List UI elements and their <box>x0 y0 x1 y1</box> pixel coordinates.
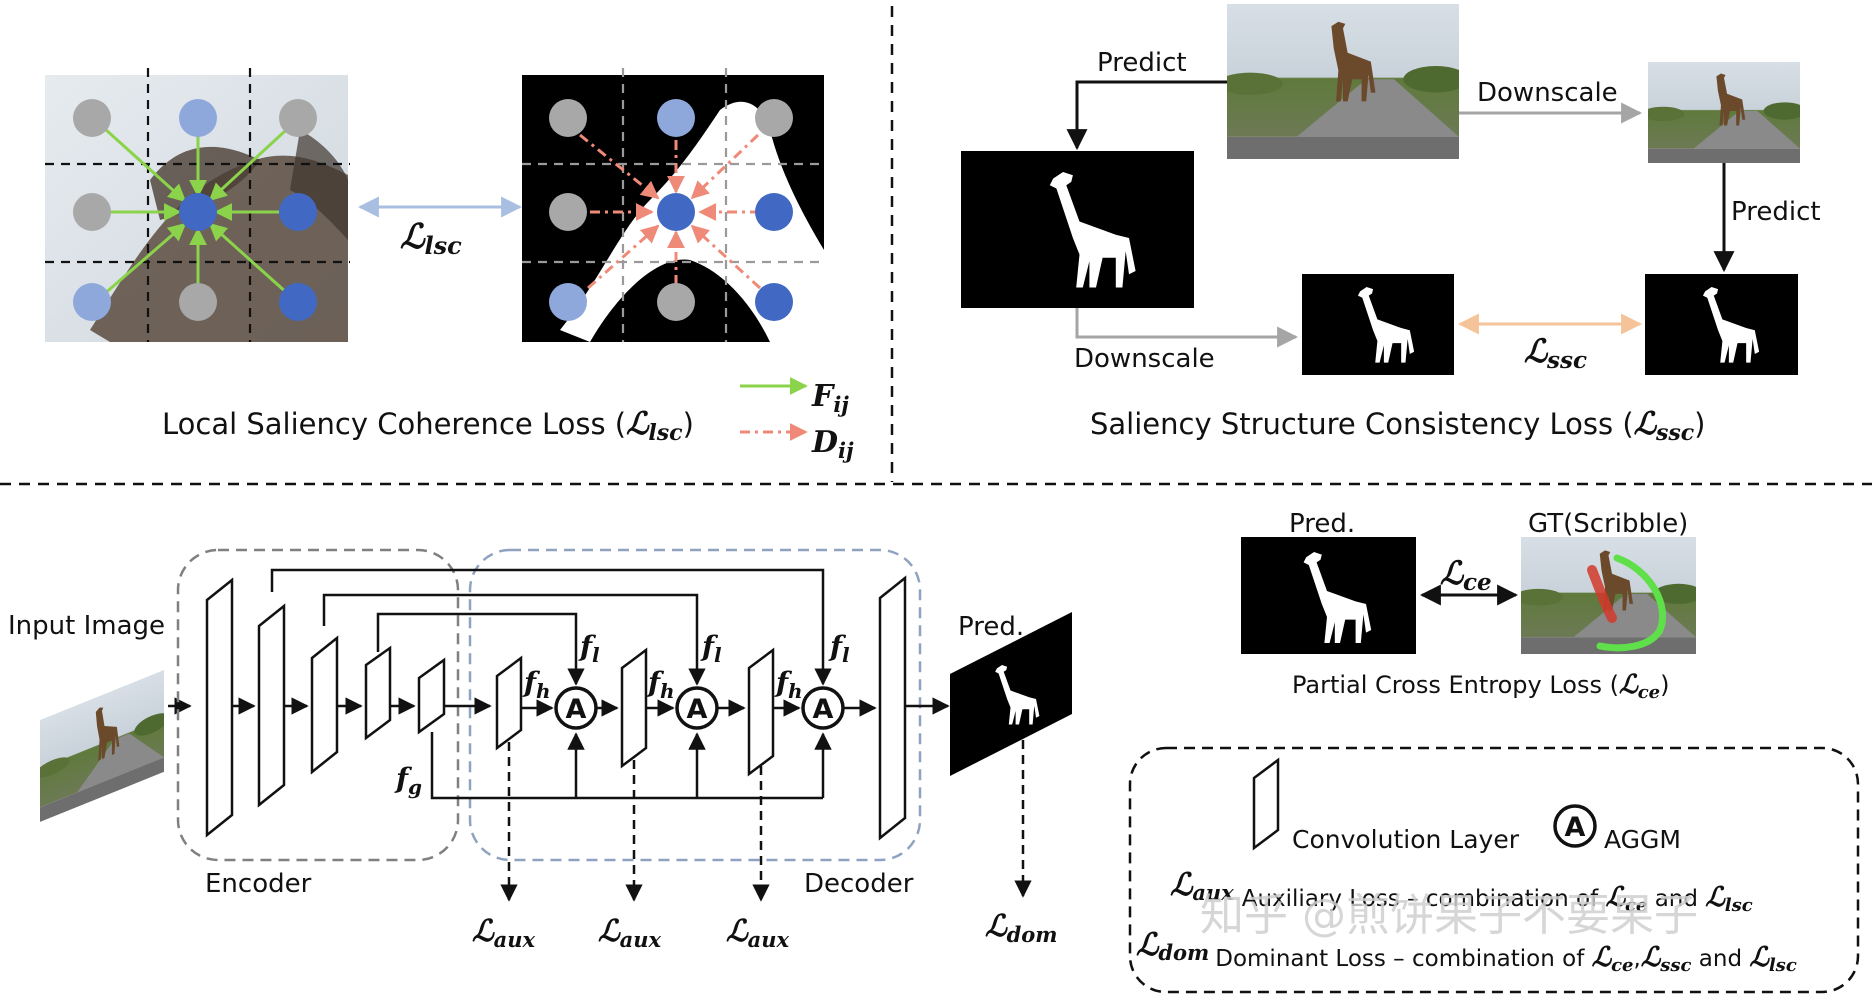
aggm-legend-icon: A <box>1553 804 1597 848</box>
svg-text:Dij: Dij <box>811 425 854 463</box>
skip-connections <box>270 568 832 686</box>
svg-text:A: A <box>813 694 834 725</box>
input-image <box>40 669 164 822</box>
ssc-caption: Saliency Structure Consistency Loss (ℒss… <box>1090 406 1706 446</box>
lsc-caption: Local Saliency Coherence Loss (ℒlsc) <box>162 406 694 446</box>
ce-pred-label: Pred. <box>1289 509 1355 539</box>
input-image-label: Input Image <box>8 611 165 641</box>
predict-arrow-1 <box>1066 80 1227 151</box>
global-feature-path <box>430 732 832 800</box>
aux-branches <box>500 742 770 902</box>
aux-loss-label-2: ℒaux <box>598 914 661 952</box>
predict-label-2: Predict <box>1731 197 1821 227</box>
fg-label: fg <box>394 762 422 799</box>
aux-loss-label-1: ℒaux <box>472 914 535 952</box>
saliency-nodes <box>549 99 793 321</box>
svg-text:A: A <box>1565 812 1586 843</box>
conv-layer-icon <box>1252 757 1280 851</box>
fl-label-3: fl <box>828 630 850 667</box>
input-photo-small <box>1648 62 1800 163</box>
ce-gt-label: GT(Scribble) <box>1528 509 1688 539</box>
lsc-legend: Fij Dij <box>740 377 854 463</box>
ce-panel: Pred. GT(Scribble) ℒce Partial Cross Ent… <box>1241 509 1696 703</box>
encoder-box <box>176 548 460 862</box>
patch-nodes <box>73 99 317 321</box>
lsc-loss-label: ℒlsc <box>400 217 462 260</box>
aggm-label: AGGM <box>1604 825 1681 854</box>
aggm-2: A <box>675 686 719 730</box>
aggm-1: A <box>554 686 598 730</box>
decoder-conv-layers <box>495 575 907 841</box>
fh-label-3: fh <box>774 666 803 703</box>
ssc-panel: Predict Downscale Predict Downscale ℒssc… <box>961 4 1821 446</box>
decoder-flow-arrows <box>521 697 950 717</box>
lsc-panel: ℒlsc <box>45 68 854 463</box>
svg-text:Fij: Fij <box>811 379 849 417</box>
watermark: 知乎 @煎饼果子不要果子 <box>1200 890 1698 941</box>
svg-text:A: A <box>687 694 708 725</box>
predict-label-1: Predict <box>1097 48 1187 78</box>
encoder-conv-layers <box>205 577 446 838</box>
fh-label-2: fh <box>646 666 675 703</box>
fl-label-1: fl <box>578 630 600 667</box>
downscale-label-1: Downscale <box>1477 78 1618 108</box>
network-panel: Input Image Encoder Decoder <box>8 548 1072 952</box>
ce-caption: Partial Cross Entropy Loss (ℒce) <box>1292 670 1670 703</box>
aggm-3: A <box>801 686 845 730</box>
downscale-label-2: Downscale <box>1074 344 1215 374</box>
svg-text:A: A <box>566 694 587 725</box>
saliency-grid <box>522 68 826 342</box>
aggm-modules: A A A <box>554 686 845 730</box>
prediction-similarity-arrows <box>579 133 762 290</box>
downscale-arrow-2 <box>1075 308 1299 348</box>
decoder-label: Decoder <box>804 869 914 899</box>
gt-scribble-image <box>1521 537 1696 654</box>
fl-label-2: fl <box>700 630 722 667</box>
fh-label-1: fh <box>522 666 551 703</box>
ssc-loss-label: ℒssc <box>1524 332 1587 374</box>
network-pred-label: Pred. <box>958 612 1024 642</box>
aux-loss-label-3: ℒaux <box>726 914 789 952</box>
input-photo-large <box>1227 4 1459 159</box>
encoder-label: Encoder <box>205 869 312 899</box>
dom-loss-label: ℒdom <box>985 909 1058 947</box>
ce-loss-label: ℒce <box>1440 554 1492 596</box>
conv-layer-label: Convolution Layer <box>1292 825 1520 854</box>
